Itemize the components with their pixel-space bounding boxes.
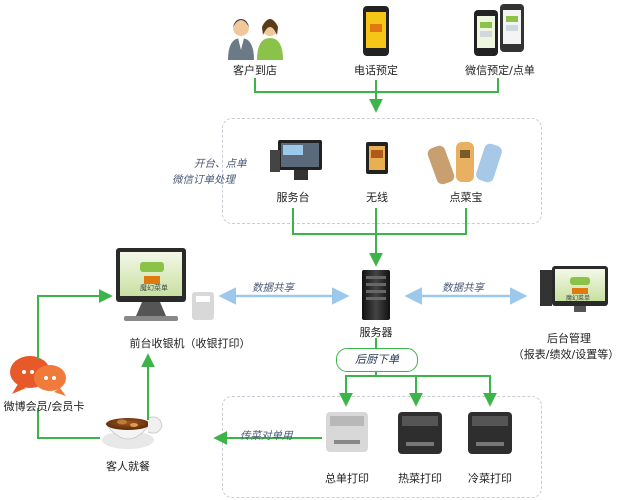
ordering-merge-arrow: [292, 208, 467, 267]
hot-print-printer-icon: [398, 412, 442, 454]
ordering-caption-line1: 开台、点单: [194, 158, 247, 170]
top-merge-arrow: [254, 78, 499, 113]
backend-label-line2: （报表/绩效/设置等）: [512, 348, 618, 361]
server-label: 服务器: [359, 326, 393, 339]
dining-bowl-icon: [102, 416, 163, 449]
front-cashier-label: 前台收银机（收银打印）: [129, 337, 251, 350]
wechat-phones-icon: [474, 4, 524, 56]
cashier-screen-brand: 魔幻菜单: [140, 284, 168, 292]
total-print-printer-icon: [326, 412, 368, 452]
wechat-label: 微信预定/点单: [465, 64, 535, 77]
ordering-group-box: [222, 118, 542, 224]
backend-monitor-icon: [540, 266, 608, 312]
cold-print-label: 冷菜打印: [468, 472, 512, 485]
printing-group-box: [222, 396, 542, 498]
member-chat-icon: [10, 356, 66, 396]
walk-in-label: 客户到店: [233, 64, 277, 77]
hot-print-label: 热菜打印: [398, 472, 442, 485]
data-share-left-label: 数据共享: [252, 282, 294, 294]
phone-label: 电话预定: [354, 64, 398, 77]
phone-icon: [363, 6, 389, 56]
walk-in-customers-icon: [228, 19, 283, 60]
dining-label: 客人就餐: [106, 460, 150, 473]
wireless-label: 无线: [366, 191, 388, 204]
member-label: 微博会员/会员卡: [3, 400, 85, 413]
wireless-tablet-icon: [366, 142, 388, 174]
server-icon: [362, 270, 390, 320]
ordering-devices-icon: [427, 142, 502, 185]
ordering-device-label: 点菜宝: [449, 191, 483, 204]
backend-screen-brand: 魔幻菜单: [566, 295, 591, 302]
serving-checklist-label: 传菜对单用: [240, 430, 293, 442]
data-share-right-label: 数据共享: [442, 282, 484, 294]
kitchen-order-badge: 后厨下单: [336, 348, 418, 372]
service-desk-icon: [270, 140, 322, 180]
kitchen-flow-arrows: [339, 338, 497, 407]
customer-loop-arrows: [37, 289, 322, 445]
total-print-label: 总单打印: [325, 472, 369, 485]
backend-label-line1: 后台管理: [547, 332, 591, 345]
front-cashier-icon: [116, 248, 214, 321]
cold-print-printer-icon: [468, 412, 512, 454]
ordering-caption-line2: 微信订单处理: [172, 174, 235, 186]
service-desk-label: 服务台: [276, 191, 310, 204]
